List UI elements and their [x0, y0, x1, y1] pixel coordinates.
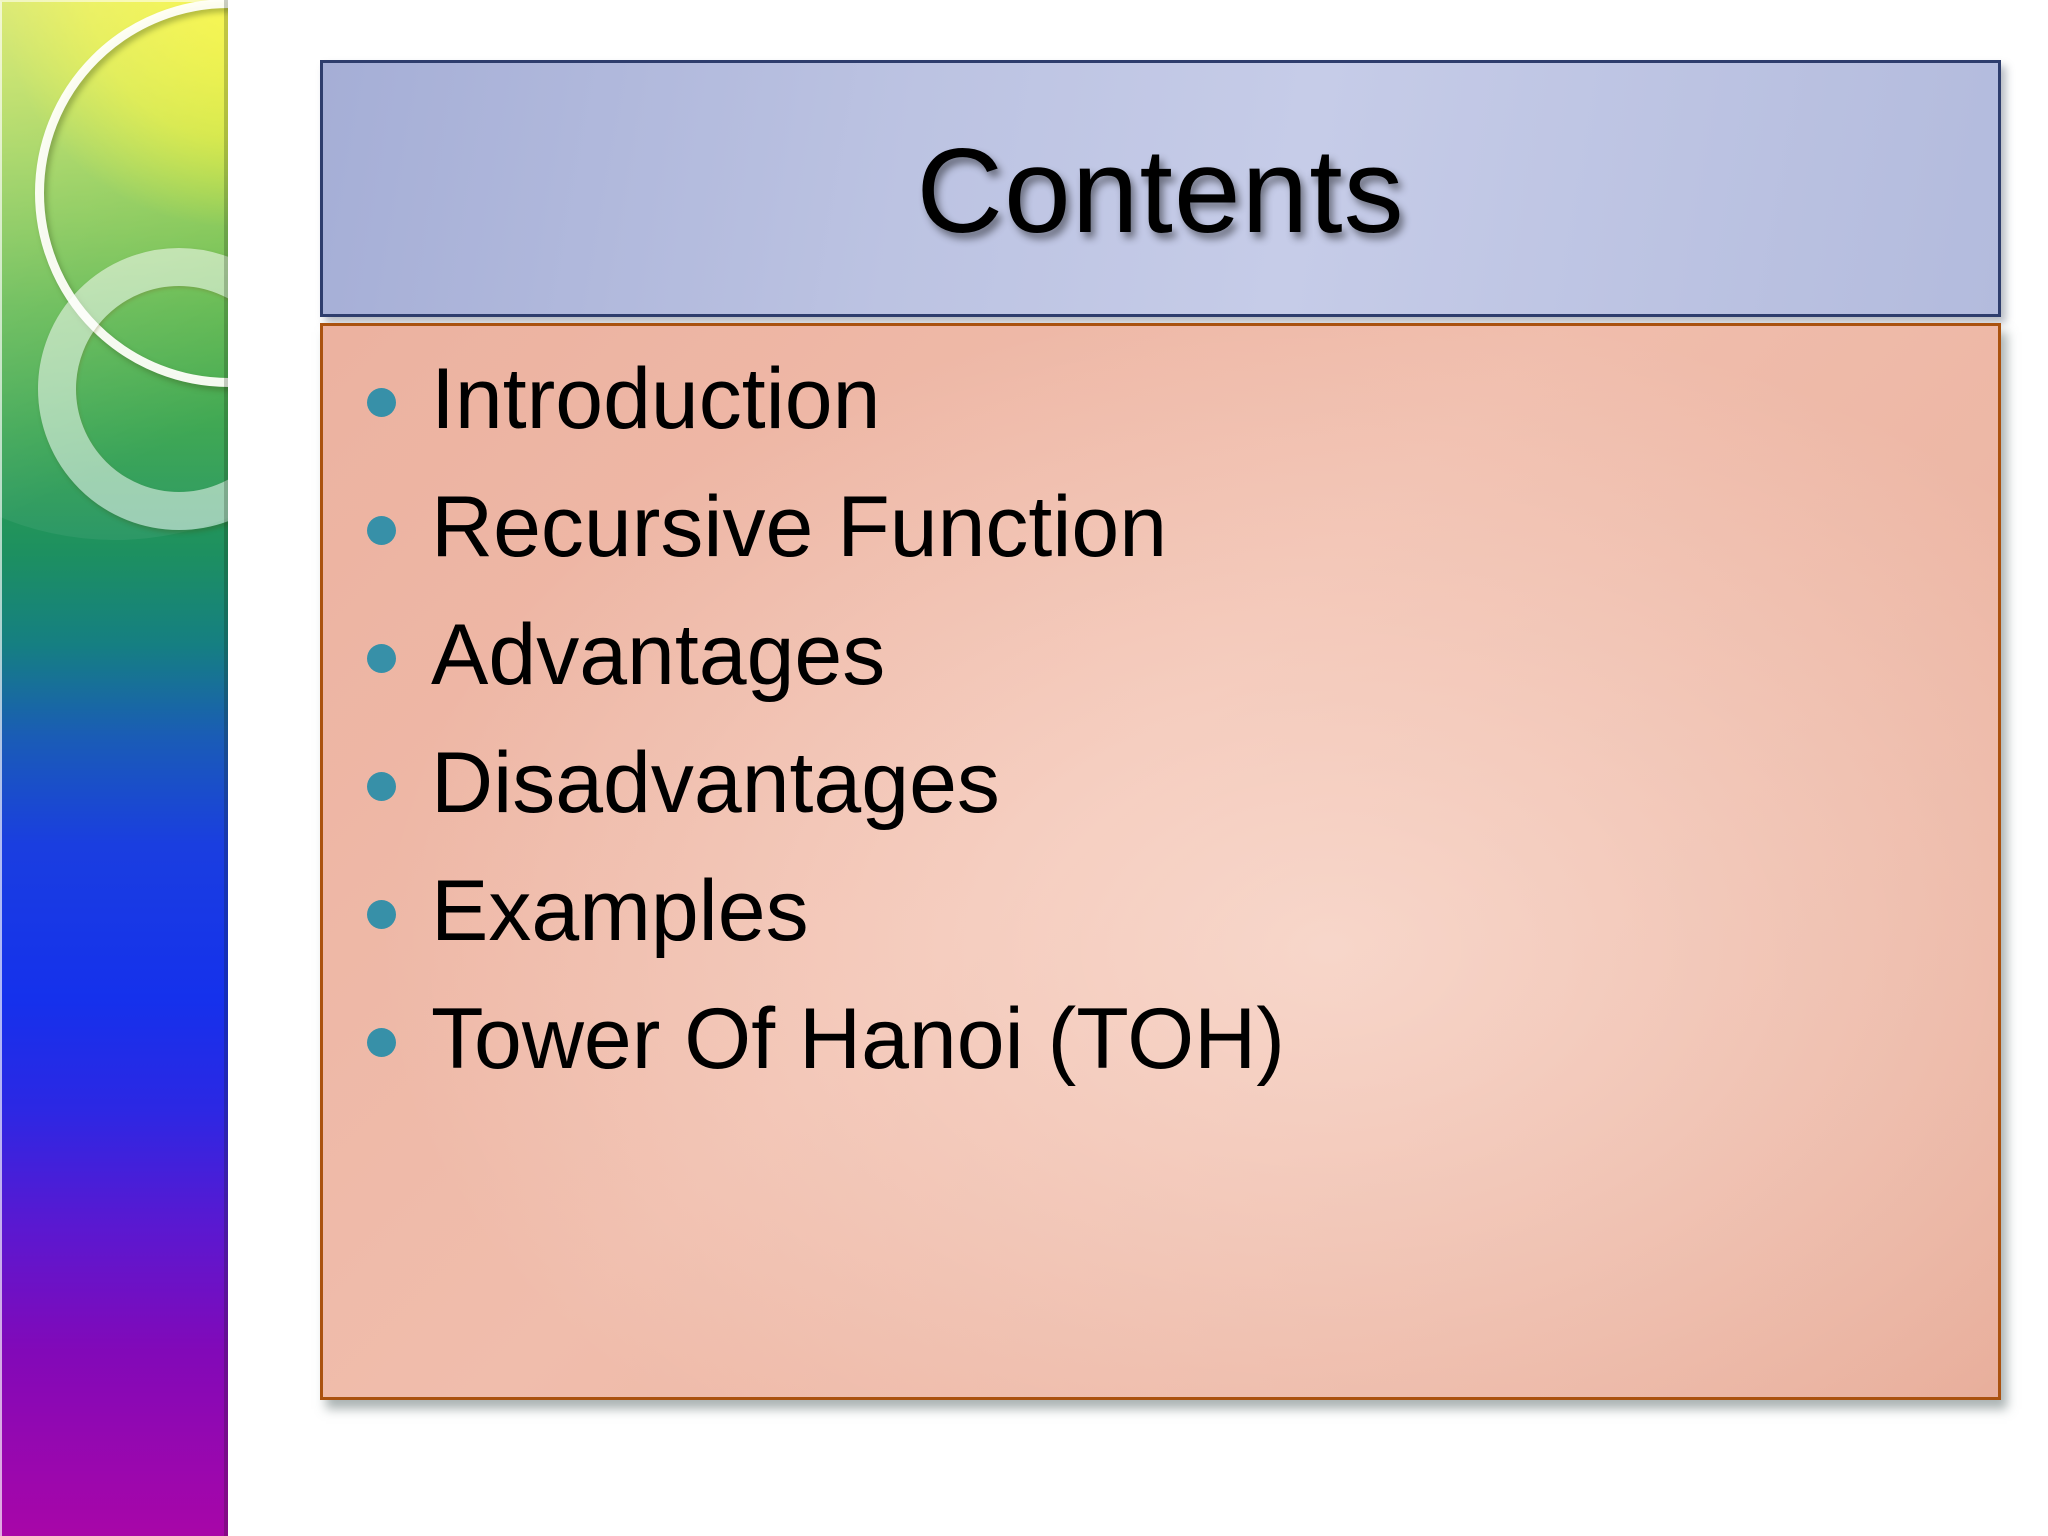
list-item-label: Disadvantages [431, 734, 1000, 831]
content-panel: Introduction Recursive Function Advantag… [320, 323, 2001, 1400]
title-banner: Contents [320, 60, 2001, 317]
bullet-icon [367, 387, 396, 417]
list-item: Examples [367, 847, 1978, 975]
list-item: Tower Of Hanoi (TOH) [367, 975, 1978, 1103]
sidebar-gradient-decoration [0, 0, 228, 1536]
bullet-icon [367, 1027, 396, 1057]
list-item: Recursive Function [367, 463, 1978, 591]
list-item: Advantages [367, 591, 1978, 719]
slide-title: Contents [916, 123, 1405, 258]
list-item-label: Examples [431, 862, 809, 959]
bullet-icon [367, 515, 396, 545]
list-item-label: Tower Of Hanoi (TOH) [431, 990, 1285, 1087]
bullet-icon [367, 771, 396, 801]
list-item: Introduction [367, 335, 1978, 463]
list-item-label: Introduction [431, 350, 881, 447]
bullet-icon [367, 899, 396, 929]
list-item-label: Recursive Function [431, 478, 1168, 575]
list-item-label: Advantages [431, 606, 886, 703]
bullet-icon [367, 643, 396, 673]
bullet-list: Introduction Recursive Function Advantag… [323, 326, 1998, 1103]
list-item: Disadvantages [367, 719, 1978, 847]
